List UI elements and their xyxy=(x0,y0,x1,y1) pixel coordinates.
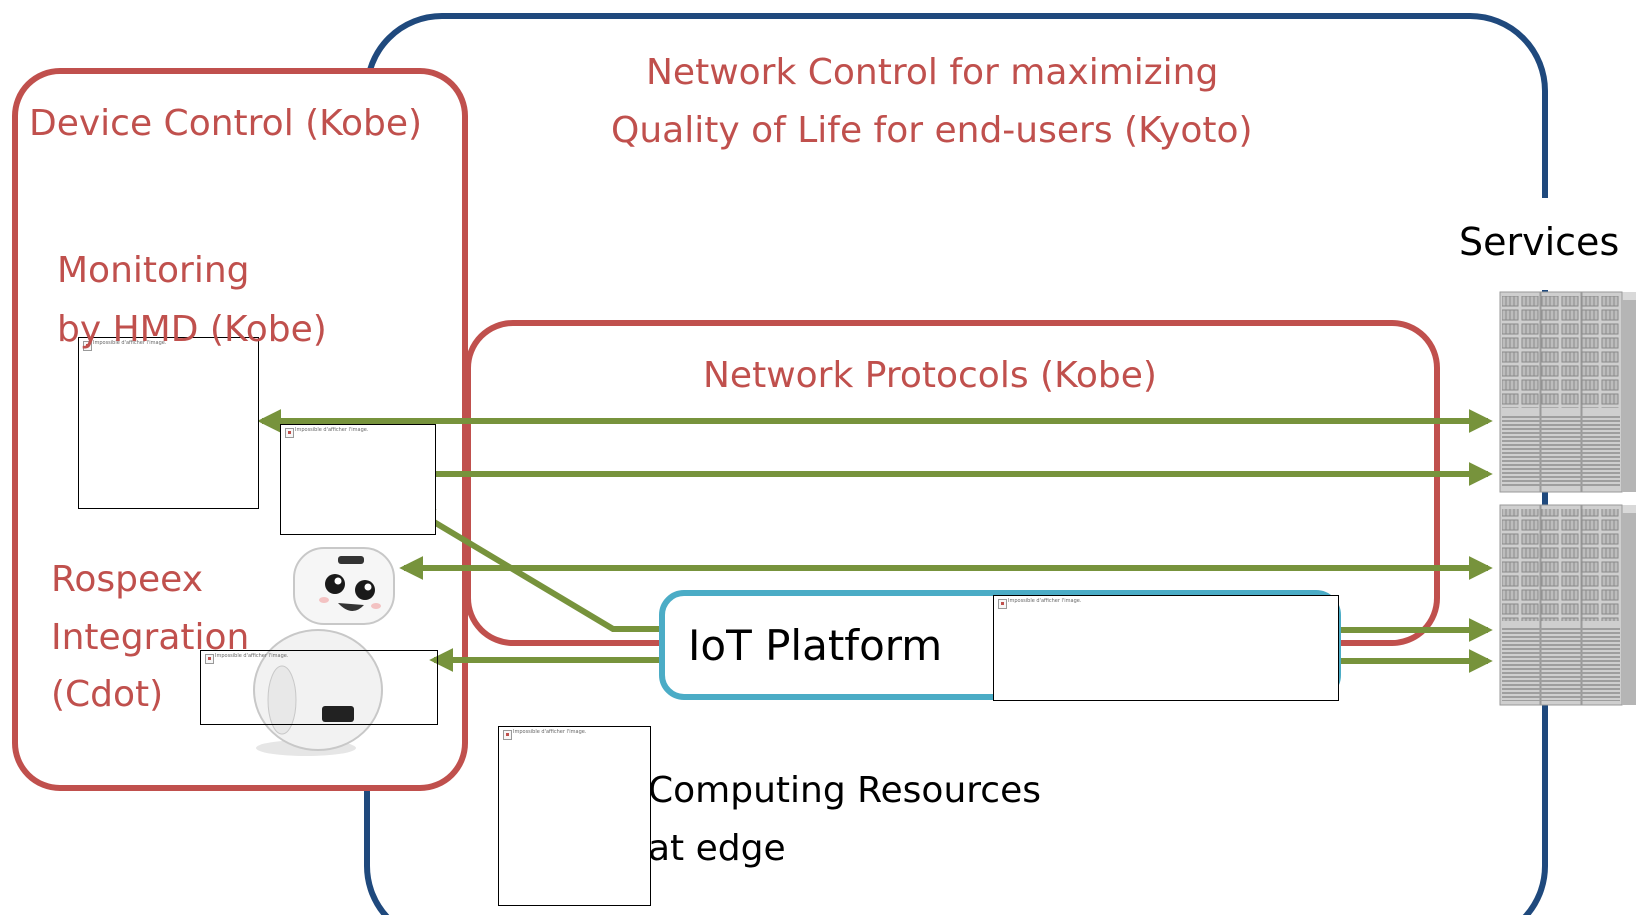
computing-resources-label-line2: at edge xyxy=(648,828,786,869)
hmd-image-placeholder: Impossible d'afficher l'image. xyxy=(78,337,259,509)
computing-image-placeholder: Impossible d'afficher l'image. xyxy=(498,726,651,906)
broken-image-icon xyxy=(503,730,512,740)
network-control-label-line2: Quality of Life for end-users (Kyoto) xyxy=(611,110,1253,151)
broken-image-icon xyxy=(998,599,1007,609)
device-image-placeholder: Impossible d'afficher l'image. xyxy=(280,424,436,535)
connection-arrows xyxy=(257,409,1493,673)
placeholder-caption: Impossible d'afficher l'image. xyxy=(215,653,289,659)
network-protocols-label: Network Protocols (Kobe) xyxy=(703,355,1157,396)
placeholder-caption: Impossible d'afficher l'image. xyxy=(1008,598,1082,604)
rospeex-label-line3: (Cdot) xyxy=(51,674,164,715)
rospeex-image-placeholder: Impossible d'afficher l'image. xyxy=(200,650,438,725)
computing-resources-label-line1: Computing Resources xyxy=(648,770,1041,811)
robot-icon xyxy=(253,547,395,756)
rospeex-label-line1: Rospeex xyxy=(51,559,203,600)
monitoring-label-line2: by HMD (Kobe) xyxy=(57,309,327,350)
placeholder-caption: Impossible d'afficher l'image. xyxy=(93,340,167,346)
network-control-label-line1: Network Control for maximizing xyxy=(646,52,1219,93)
rospeex-label-line2: Integration xyxy=(51,617,250,658)
server-rack-icon xyxy=(1499,291,1636,706)
iot-image-placeholder: Impossible d'afficher l'image. xyxy=(993,595,1339,701)
device-control-label: Device Control (Kobe) xyxy=(29,103,423,144)
placeholder-caption: Impossible d'afficher l'image. xyxy=(513,729,587,735)
server-rack-lower xyxy=(1499,504,1636,706)
server-rack-upper xyxy=(1499,291,1636,493)
arrow-iot-device xyxy=(409,507,659,632)
broken-image-icon xyxy=(205,654,214,664)
broken-image-icon xyxy=(285,428,294,438)
services-label: Services xyxy=(1459,220,1620,264)
placeholder-caption: Impossible d'afficher l'image. xyxy=(295,427,369,433)
broken-image-icon xyxy=(83,341,92,351)
iot-platform-label: IoT Platform xyxy=(688,621,943,670)
monitoring-label-line1: Monitoring xyxy=(57,250,250,291)
